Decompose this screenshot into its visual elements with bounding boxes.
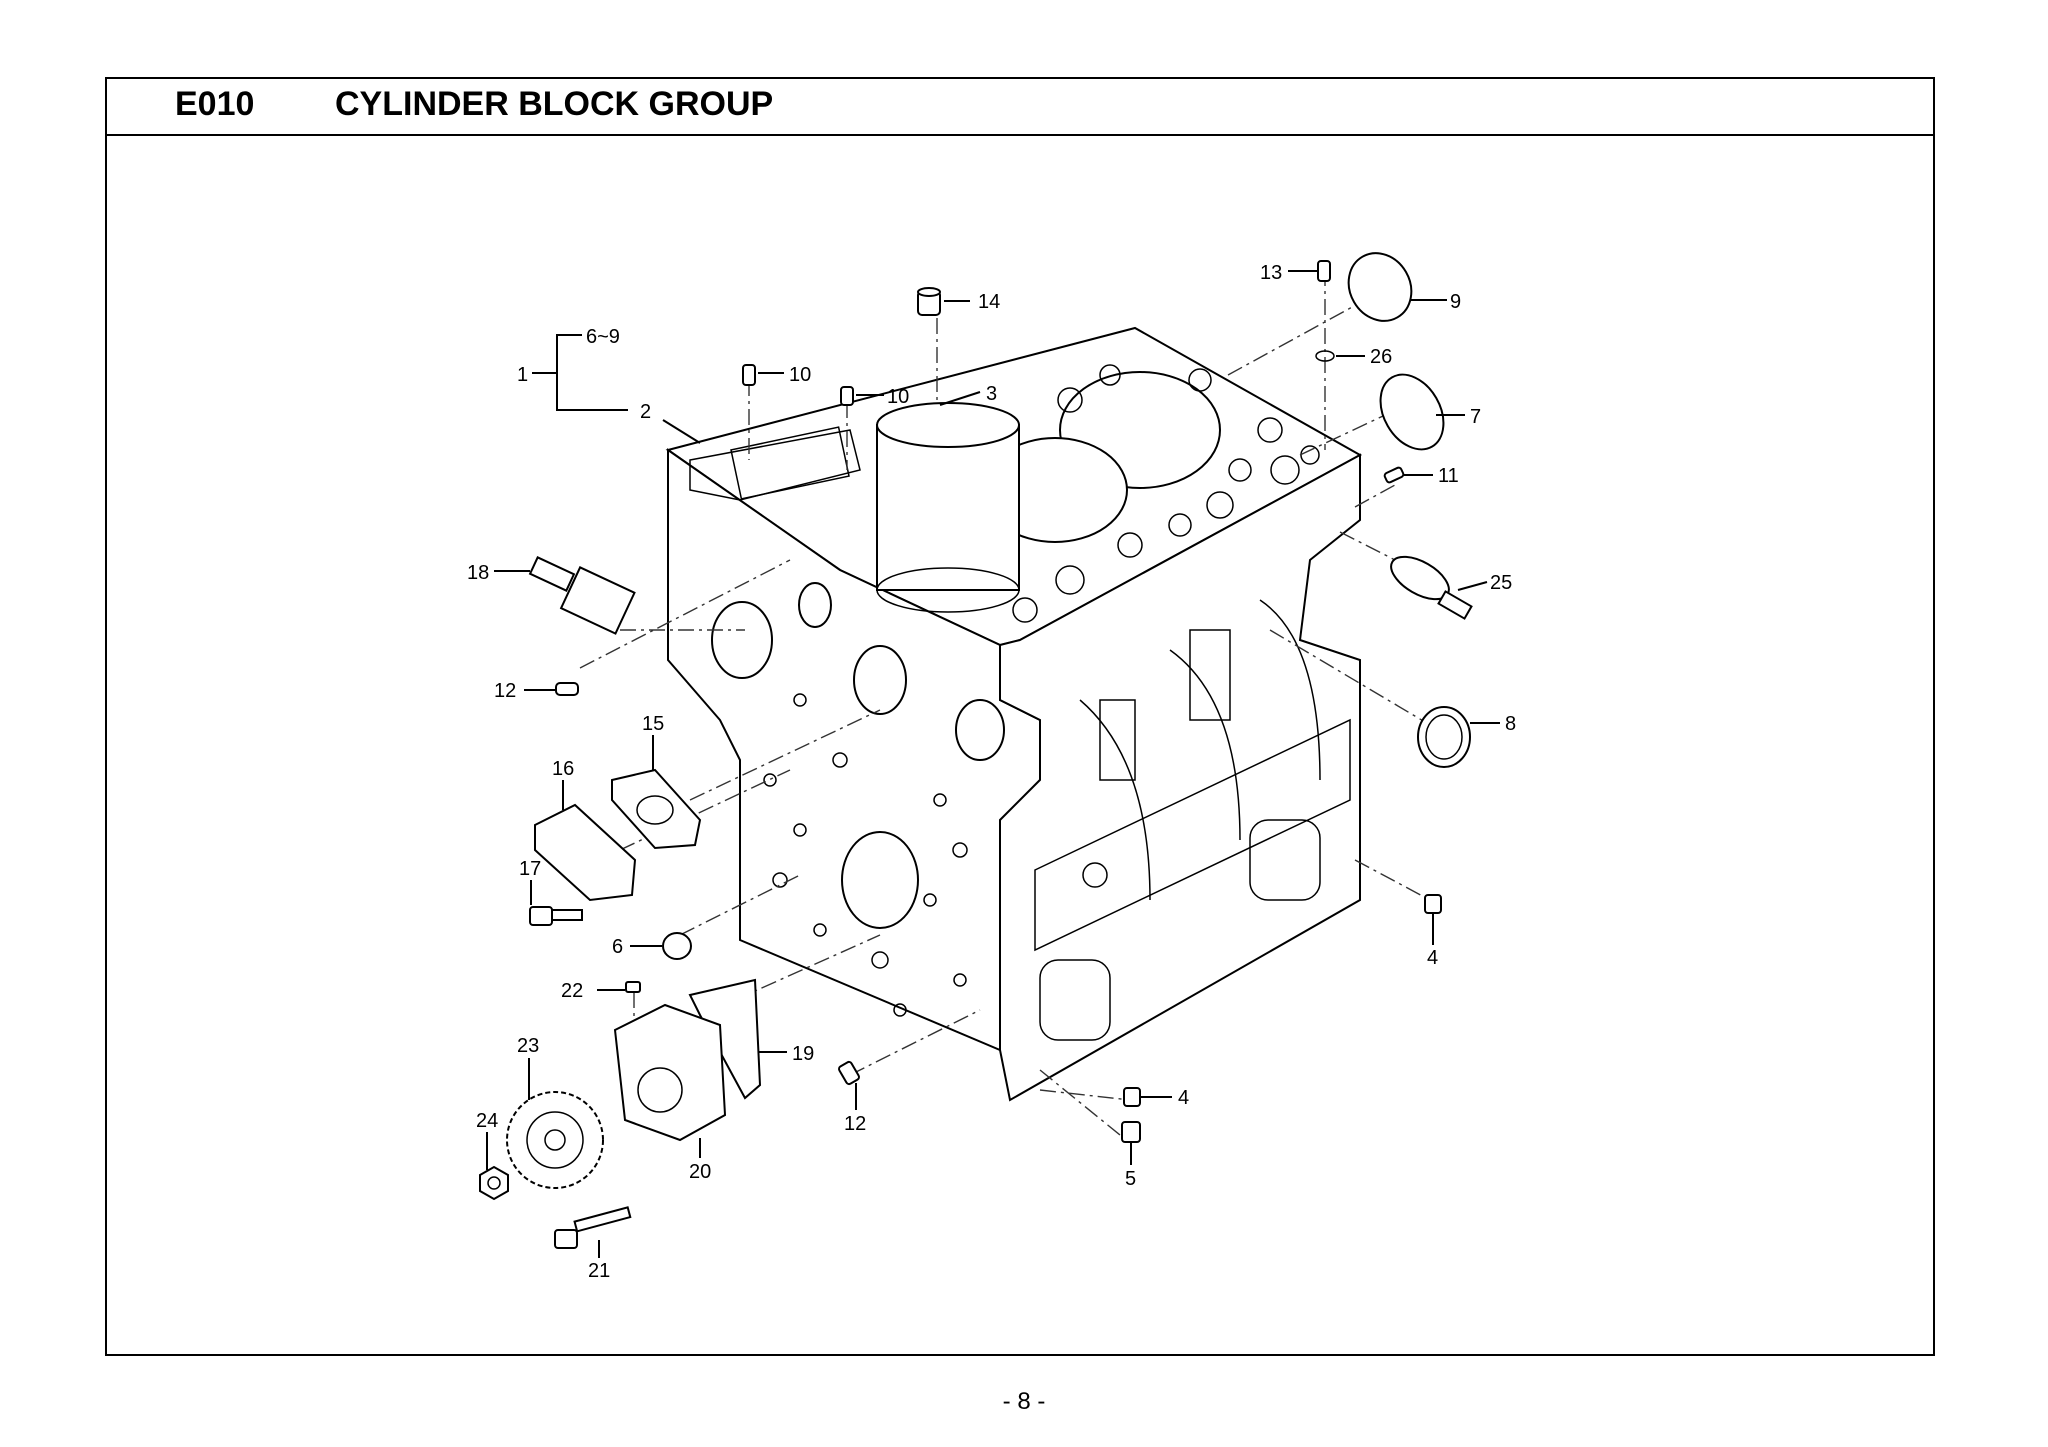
callout-labels: 14 13 9 26 6~9 1 2 10 10 3 7 11 25 18 12… — [467, 262, 1516, 1282]
part-11-pin — [1383, 466, 1405, 484]
callout-15: 15 — [642, 713, 664, 735]
part-15-gasket — [611, 768, 702, 850]
part-19-gasket — [688, 978, 762, 1100]
page-number: - 8 - — [1002, 1388, 1046, 1415]
part-10-pin-b — [840, 386, 854, 406]
callout-3: 3 — [986, 383, 997, 405]
callout-26: 26 — [1370, 346, 1392, 368]
callout-21: 21 — [588, 1260, 610, 1282]
part-12-pin-b — [838, 1060, 860, 1086]
callout-1: 1 — [517, 364, 528, 386]
callout-14: 14 — [978, 291, 1000, 313]
part-22-key — [625, 981, 641, 993]
callout-6-9: 6~9 — [586, 326, 620, 348]
group-title: CYLINDER BLOCK GROUP — [335, 85, 774, 123]
callout-5: 5 — [1125, 1168, 1136, 1190]
callout-23: 23 — [517, 1035, 539, 1057]
callout-24: 24 — [476, 1110, 498, 1132]
callout-22: 22 — [561, 980, 583, 1002]
part-25-oil-pressure-switch — [1390, 555, 1473, 620]
part-23-pump-gear — [506, 1091, 604, 1189]
callout-18: 18 — [467, 562, 489, 584]
part-18-water-pipe — [528, 556, 636, 635]
callout-19: 19 — [792, 1043, 814, 1065]
part-3-cylinder-sleeve — [876, 402, 1020, 613]
callout-4-a: 4 — [1427, 947, 1438, 969]
part-16-cover — [534, 803, 637, 902]
part-10-pin-a — [742, 364, 756, 386]
diagram-frame: E010 CYLINDER BLOCK GROUP — [105, 77, 1935, 1356]
callout-17: 17 — [519, 858, 541, 880]
part-6-o-ring — [662, 932, 692, 960]
callout-11: 11 — [1438, 465, 1459, 487]
part-21-bolt — [554, 1206, 632, 1249]
part-12-pin-a — [555, 682, 579, 696]
part-20-oil-pump — [613, 1003, 727, 1142]
part-7-plug — [1379, 373, 1445, 451]
callout-7: 7 — [1470, 406, 1481, 428]
part-4-plug-a — [1424, 894, 1442, 914]
part-8-oil-seal — [1417, 706, 1471, 768]
cylinder-block — [665, 326, 1363, 1102]
callout-16: 16 — [552, 758, 574, 780]
part-24-nut — [479, 1165, 509, 1201]
part-17-bolt — [529, 906, 583, 926]
part-26-o-ring — [1315, 350, 1335, 362]
callout-6: 6 — [612, 936, 623, 958]
callout-13: 13 — [1260, 262, 1282, 284]
callout-20: 20 — [689, 1161, 711, 1183]
callout-4-b: 4 — [1178, 1087, 1189, 1109]
leader-lines — [486, 270, 1500, 1258]
callout-12-b: 12 — [844, 1113, 866, 1135]
part-4-plug-b — [1123, 1087, 1141, 1107]
callout-10-b: 10 — [887, 386, 909, 408]
title-bar: E010 CYLINDER BLOCK GROUP — [107, 79, 1933, 136]
callout-9: 9 — [1450, 291, 1461, 313]
callout-25: 25 — [1490, 572, 1512, 594]
part-9-plug — [1347, 252, 1413, 322]
part-13-pin — [1317, 260, 1331, 282]
group-code: E010 — [175, 85, 255, 123]
part-14-dowel — [917, 287, 941, 316]
callout-8: 8 — [1505, 713, 1516, 735]
callout-2: 2 — [640, 401, 651, 423]
callout-10-a: 10 — [789, 364, 811, 386]
part-5-plug — [1121, 1121, 1141, 1143]
callout-12-a: 12 — [494, 680, 516, 702]
